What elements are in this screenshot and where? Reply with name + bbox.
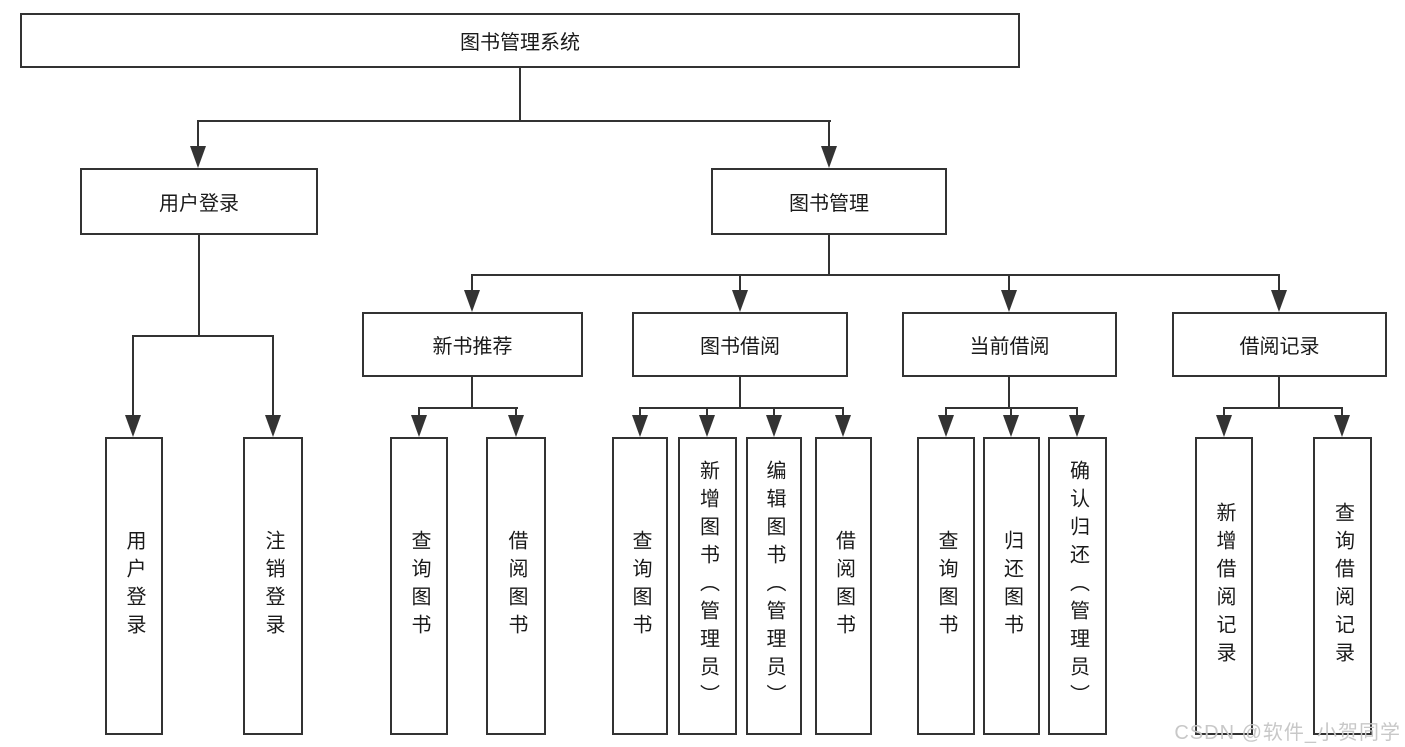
arrow-down-icon: [821, 146, 837, 168]
node-label: 图书借阅: [700, 336, 780, 358]
leaf-query-books-current: 查询图书: [917, 437, 975, 735]
leaf-label: 用户登录: [123, 530, 145, 642]
leaf-label: 借阅图书: [505, 530, 527, 642]
connector-stem-leaf: [272, 335, 274, 415]
connector-stem-leaf: [1076, 407, 1078, 417]
leaf-add-borrow-record: 新增借阅记录: [1195, 437, 1253, 735]
arrow-down-icon: [1001, 290, 1017, 312]
connector-stem-leaf: [1223, 407, 1225, 417]
leaf-label: 新增图书（管理员）: [696, 460, 719, 712]
leaf-edit-books-admin: 编辑图书（管理员）: [746, 437, 802, 735]
leaf-query-borrow-record: 查询借阅记录: [1313, 437, 1372, 735]
leaf-return-books: 归还图书: [983, 437, 1040, 735]
arrow-down-icon: [732, 290, 748, 312]
arrow-down-icon: [411, 415, 427, 437]
leaf-borrow-books: 借阅图书: [815, 437, 872, 735]
leaf-label: 注销登录: [262, 530, 284, 642]
arrow-down-icon: [1069, 415, 1085, 437]
connector-stem-leaf: [1010, 407, 1012, 417]
connector-root-hline: [198, 120, 831, 122]
connector-stem-leaf: [1341, 407, 1343, 417]
connector-user-login-stem: [198, 235, 200, 337]
arrow-down-icon: [1003, 415, 1019, 437]
connector-stem-new-books: [471, 274, 473, 292]
arrow-down-icon: [1334, 415, 1350, 437]
leaf-label: 查询借阅记录: [1331, 502, 1354, 670]
connector-stem-leaf: [418, 407, 420, 417]
connector-sub-stem: [471, 377, 473, 409]
connector-stem-borrow-records: [1278, 274, 1280, 292]
arrow-down-icon: [464, 290, 480, 312]
node-label: 用户登录: [159, 193, 239, 215]
leaf-label: 编辑图书（管理员）: [763, 460, 785, 712]
connector-sub-hline: [640, 407, 844, 409]
connector-stem-leaf: [842, 407, 844, 417]
connector-stem-current-borrow: [1008, 274, 1010, 292]
leaf-add-books-admin: 新增图书（管理员）: [678, 437, 737, 735]
leaf-logout: 注销登录: [243, 437, 303, 735]
arrow-down-icon: [265, 415, 281, 437]
leaf-label: 确认归还（管理员）: [1066, 460, 1089, 712]
connector-stem-leaf: [706, 407, 708, 417]
connector-stem-leaf: [515, 407, 517, 417]
arrow-down-icon: [508, 415, 524, 437]
connector-sub-hline: [419, 407, 518, 409]
connector-sub-stem: [1278, 377, 1280, 409]
arrow-down-icon: [190, 146, 206, 168]
csdn-watermark: CSDN @软件_小贺同学: [1174, 722, 1401, 744]
leaf-label: 归还图书: [1000, 530, 1023, 642]
arrow-down-icon: [1271, 290, 1287, 312]
node-label: 新书推荐: [432, 336, 513, 358]
arrow-down-icon: [699, 415, 715, 437]
connector-stem-book-borrow: [739, 274, 741, 292]
connector-stem-leaf: [945, 407, 947, 417]
node-current-borrowing: 当前借阅: [902, 312, 1117, 377]
node-book-borrowing: 图书借阅: [632, 312, 848, 377]
connector-sub-stem: [739, 377, 741, 409]
arrow-down-icon: [766, 415, 782, 437]
connector-sub-hline: [1224, 407, 1343, 409]
arrow-down-icon: [938, 415, 954, 437]
connector-sub-hline: [946, 407, 1078, 409]
arrow-down-icon: [125, 415, 141, 437]
connector-root-stem: [519, 67, 521, 122]
node-label: 当前借阅: [969, 336, 1050, 358]
connector-sub-stem: [1008, 377, 1010, 409]
node-label: 图书管理系统: [460, 32, 580, 54]
leaf-label: 查询图书: [629, 530, 651, 642]
node-user-login: 用户登录: [80, 168, 318, 235]
leaf-label: 新增借阅记录: [1213, 502, 1235, 670]
arrow-down-icon: [835, 415, 851, 437]
leaf-label: 查询图书: [935, 530, 957, 642]
node-label: 图书管理: [789, 193, 869, 215]
leaf-confirm-return-admin: 确认归还（管理员）: [1048, 437, 1107, 735]
node-borrowing-records: 借阅记录: [1172, 312, 1387, 377]
connector-stem-leaf: [773, 407, 775, 417]
leaf-query-books-borrow: 查询图书: [612, 437, 668, 735]
connector-user-login-hline: [133, 335, 274, 337]
connector-book-management-hline: [472, 274, 1280, 276]
connector-book-management-stem: [828, 235, 830, 276]
connector-stem-user-login: [197, 120, 199, 148]
leaf-label: 查询图书: [408, 530, 430, 642]
leaf-user-login: 用户登录: [105, 437, 163, 735]
leaf-borrow-books-recommend: 借阅图书: [486, 437, 546, 735]
arrow-down-icon: [1216, 415, 1232, 437]
node-new-book-recommend: 新书推荐: [362, 312, 583, 377]
leaf-label: 借阅图书: [832, 530, 855, 642]
connector-stem-book-management: [828, 120, 830, 148]
node-book-management: 图书管理: [711, 168, 947, 235]
node-library-management-system: 图书管理系统: [20, 13, 1020, 68]
leaf-query-books-recommend: 查询图书: [390, 437, 448, 735]
arrow-down-icon: [632, 415, 648, 437]
connector-stem-leaf: [639, 407, 641, 417]
connector-stem-leaf: [132, 335, 134, 415]
node-label: 借阅记录: [1239, 336, 1320, 358]
